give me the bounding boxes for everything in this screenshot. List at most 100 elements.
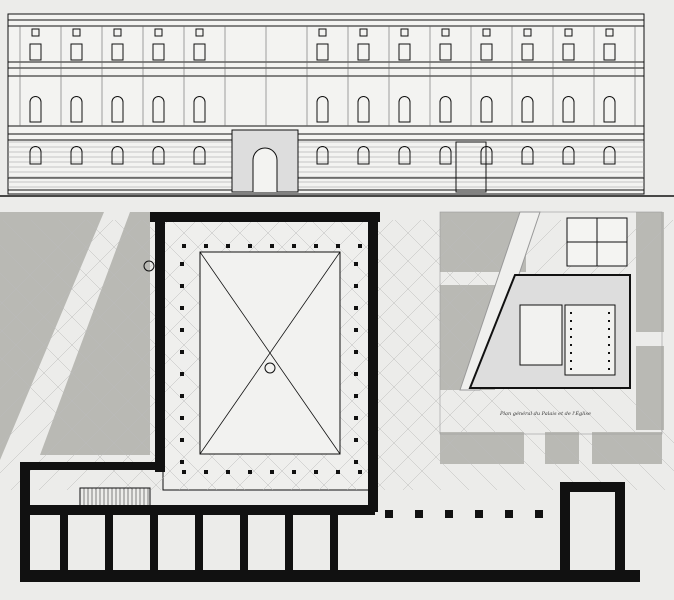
paving-line — [0, 300, 190, 491]
ground-window — [398, 146, 411, 165]
main-floor-window — [603, 96, 616, 123]
ground-window — [480, 146, 493, 165]
east-wing-wall — [560, 482, 620, 492]
staircase — [79, 487, 151, 507]
paving-line — [0, 272, 218, 491]
mezzanine-window — [523, 28, 532, 37]
main-floor-window — [357, 96, 370, 123]
partition-wall — [240, 515, 248, 570]
pier — [180, 372, 184, 376]
partition-wall — [60, 515, 68, 570]
ground-window — [193, 146, 206, 165]
column — [570, 328, 572, 330]
street-block — [40, 212, 150, 455]
column — [608, 360, 610, 362]
upper-window — [357, 43, 370, 61]
partition-wall — [105, 515, 113, 570]
pier — [180, 460, 184, 464]
street-block — [0, 212, 104, 460]
mezzanine-window — [72, 28, 81, 37]
ground-window — [152, 146, 165, 165]
paving-line — [0, 328, 162, 491]
column — [570, 368, 572, 370]
mezzanine-window — [605, 28, 614, 37]
paving-line — [0, 219, 170, 390]
upper-window — [152, 43, 165, 61]
paving-line — [318, 219, 590, 491]
main-floor-window — [152, 96, 165, 123]
upper-window — [111, 43, 124, 61]
ground-window — [603, 146, 616, 165]
ground-window — [29, 146, 42, 165]
spiral-stair — [143, 260, 155, 272]
pier — [354, 262, 358, 266]
column — [608, 368, 610, 370]
site-block — [440, 432, 524, 464]
site-plan-caption: Plan général du Palais et de l'Église — [500, 411, 591, 417]
pier — [354, 284, 358, 288]
upper-window — [439, 43, 452, 61]
ground-window — [70, 146, 83, 165]
main-floor-window — [521, 96, 534, 123]
upper-window — [193, 43, 206, 61]
ground-window — [439, 146, 452, 165]
main-floor-window — [562, 96, 575, 123]
upper-window — [29, 43, 42, 61]
south-court-wall — [20, 505, 375, 515]
main-floor-window — [111, 96, 124, 123]
pier — [354, 350, 358, 354]
pier — [270, 244, 274, 248]
side-portal — [455, 141, 487, 193]
column — [570, 360, 572, 362]
column — [570, 320, 572, 322]
partition-wall — [195, 515, 203, 570]
south-facade-wall — [20, 570, 640, 582]
east-wall — [368, 222, 378, 512]
portico-pier — [385, 510, 393, 518]
pier — [270, 470, 274, 474]
paving-line — [0, 219, 114, 334]
pier — [226, 470, 230, 474]
portico-pier — [535, 510, 543, 518]
ground-window — [562, 146, 575, 165]
facade-elevation — [0, 13, 674, 197]
pier — [204, 244, 208, 248]
partition-wall — [150, 515, 158, 570]
pier — [314, 470, 318, 474]
upper-window — [70, 43, 83, 61]
mezzanine-window — [318, 28, 327, 37]
pier — [354, 416, 358, 420]
ground-window — [521, 146, 534, 165]
mezzanine-window — [113, 28, 122, 37]
pier — [354, 328, 358, 332]
pier — [354, 460, 358, 464]
upper-window — [316, 43, 329, 61]
site-block — [592, 432, 662, 464]
pier — [292, 470, 296, 474]
paving-line — [0, 219, 142, 362]
pier — [182, 470, 186, 474]
cloister-cross — [567, 218, 627, 266]
portico-pier — [415, 510, 423, 518]
pier — [180, 350, 184, 354]
paving-line — [0, 356, 134, 491]
upper-window — [398, 43, 411, 61]
upper-window — [521, 43, 534, 61]
column — [608, 352, 610, 354]
column — [608, 344, 610, 346]
pier — [180, 306, 184, 310]
small-courtyard — [519, 304, 563, 366]
column — [570, 344, 572, 346]
column — [608, 336, 610, 338]
main-floor-window — [398, 96, 411, 123]
west-end-wall — [20, 465, 30, 580]
pier — [354, 394, 358, 398]
west-wall — [155, 222, 165, 472]
portico-pier — [505, 510, 513, 518]
main-floor-window — [193, 96, 206, 123]
column — [570, 312, 572, 314]
column — [570, 336, 572, 338]
paving-line — [0, 219, 86, 306]
